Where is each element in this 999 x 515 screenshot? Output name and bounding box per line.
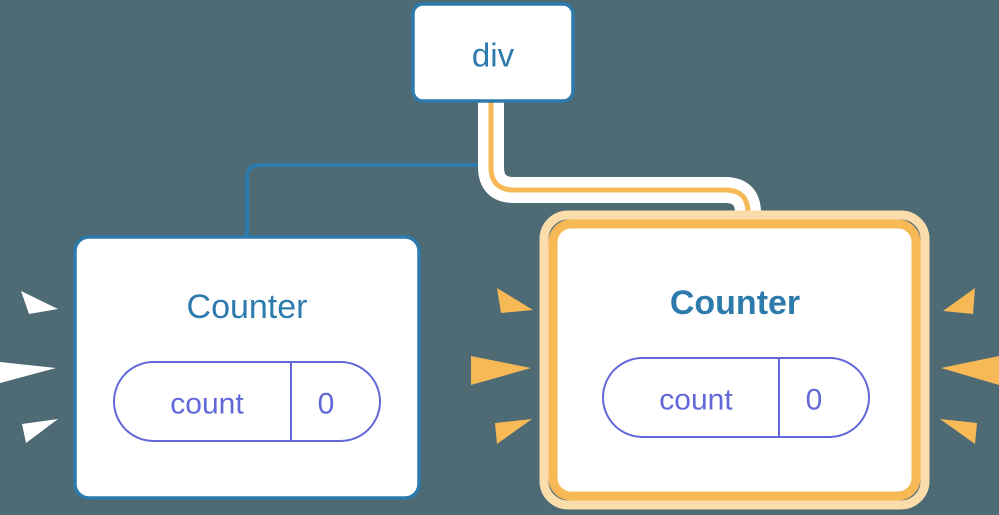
sparkle-ray-white-lower bbox=[22, 419, 58, 443]
sparkle-ray-white-upper bbox=[21, 291, 58, 314]
sparkle-group-left-counter-right bbox=[471, 288, 533, 444]
prop-pill-outline bbox=[113, 361, 381, 442]
node-counter-left-prop-pill[interactable]: count 0 bbox=[113, 361, 381, 442]
sparkle-ray-orange-left-lower bbox=[495, 419, 532, 444]
sparkle-ray-white-middle bbox=[0, 362, 56, 383]
prop-pill-outline bbox=[602, 357, 870, 438]
sparkle-ray-orange-right-lower bbox=[940, 419, 977, 444]
node-div-box[interactable] bbox=[411, 2, 575, 103]
sparkle-group-right-counter-right bbox=[940, 288, 999, 444]
sparkle-ray-orange-right-upper bbox=[943, 288, 975, 314]
prop-value: 0 bbox=[806, 384, 823, 417]
sparkle-group-left-counter-left bbox=[0, 291, 58, 443]
prop-name: count bbox=[170, 388, 244, 421]
sparkle-ray-orange-left-middle bbox=[471, 356, 531, 385]
node-counter-right-prop-pill[interactable]: count 0 bbox=[602, 357, 870, 438]
node-counter-left[interactable]: Counter count 0 bbox=[73, 235, 421, 500]
prop-value: 0 bbox=[318, 388, 335, 421]
node-div-label: div bbox=[472, 37, 515, 74]
node-counter-right[interactable]: Counter count 0 bbox=[539, 210, 930, 510]
node-counter-right-title: Counter bbox=[670, 284, 800, 322]
sparkle-ray-orange-right-middle bbox=[941, 356, 999, 385]
edge-div-to-counter-right bbox=[488, 100, 751, 240]
prop-name: count bbox=[659, 384, 733, 417]
node-counter-left-title: Counter bbox=[187, 288, 308, 326]
node-div[interactable]: div bbox=[411, 2, 575, 103]
sparkle-ray-orange-left-upper bbox=[497, 288, 533, 313]
node-counter-right-glow bbox=[539, 210, 930, 510]
